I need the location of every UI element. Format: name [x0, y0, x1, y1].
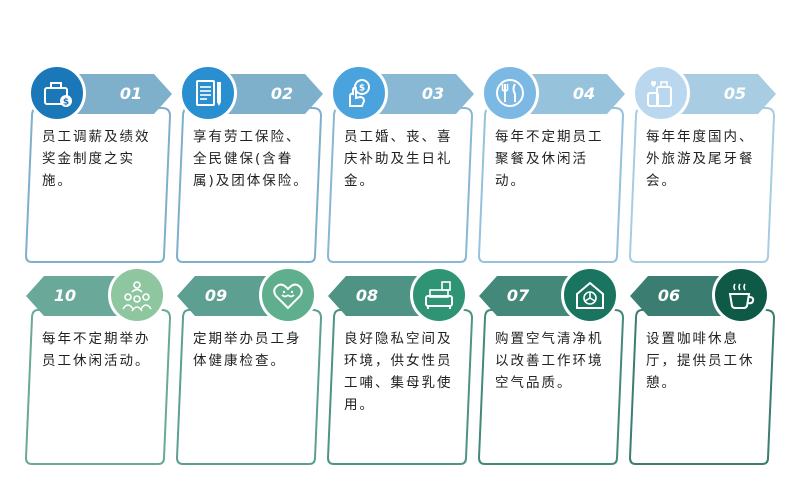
benefit-description: 每年年度国内、外旅游及尾牙餐会。 [646, 129, 755, 189]
benefit-card [477, 107, 625, 263]
step-number: 01 [119, 84, 143, 103]
hand-coin-icon: $ [330, 64, 388, 122]
benefit-item-05: 05 每年年度国内、外旅游及尾牙餐会。 [628, 64, 778, 264]
benefit-card [175, 107, 323, 263]
benefit-card [175, 309, 323, 465]
benefit-card [628, 107, 776, 263]
benefit-description: 良好隐私空间及环境，供女性员工哺、集母乳使用。 [344, 331, 453, 413]
benefit-description: 每年不定期员工聚餐及休闲活动。 [495, 129, 604, 189]
benefit-item-06: 06 设置咖啡休息厅，提供员工休憩。 [628, 266, 778, 466]
benefit-card [326, 309, 474, 465]
benefit-description: 购置空气清净机以改善工作环境空气品质。 [495, 331, 604, 391]
step-number: 07 [506, 286, 530, 305]
step-number: 09 [204, 286, 228, 305]
benefit-item-04: 04 每年不定期员工聚餐及休闲活动。 [477, 64, 627, 264]
people-group-icon [108, 266, 166, 324]
benefit-description: 享有劳工保险、全民健保(含眷属)及团体保险。 [193, 129, 309, 189]
benefit-card [326, 107, 474, 263]
svg-text:$: $ [63, 98, 69, 108]
benefit-card [24, 107, 172, 263]
benefit-card [628, 309, 776, 465]
step-number: 08 [355, 286, 379, 305]
benefit-description: 设置咖啡休息厅，提供员工休憩。 [646, 331, 755, 391]
wallet-money-icon: $ [28, 64, 86, 122]
benefit-item-07: 07 购置空气清净机以改善工作环境空气品质。 [477, 266, 627, 466]
benefit-description: 员工调薪及绩效奖金制度之实施。 [42, 129, 151, 189]
benefit-item-02: 02 享有劳工保险、全民健保(含眷属)及团体保险。 [175, 64, 325, 264]
step-number: 03 [421, 84, 445, 103]
step-number: 04 [572, 84, 596, 103]
document-pen-icon [179, 64, 237, 122]
benefit-card [477, 309, 625, 465]
air-purifier-house-icon [561, 266, 619, 324]
coffee-cup-icon [712, 266, 770, 324]
benefit-card [24, 309, 172, 465]
luggage-icon [632, 64, 690, 122]
step-number: 05 [723, 84, 747, 103]
benefit-item-09: 09 定期举办员工身体健康检查。 [175, 266, 325, 466]
step-number: 02 [270, 84, 294, 103]
step-number: 10 [53, 286, 77, 305]
nursing-room-icon [410, 266, 468, 324]
benefit-item-03: 03 $ 员工婚、丧、喜庆补助及生日礼金。 [326, 64, 476, 264]
benefit-item-08: 08 良好隐私空间及环境，供女性员工哺、集母乳使用。 [326, 266, 476, 466]
plate-fork-knife-icon [481, 64, 539, 122]
step-number: 06 [657, 286, 681, 305]
benefit-description: 定期举办员工身体健康检查。 [193, 331, 302, 369]
benefit-item-01: 01 $ 员工调薪及绩效奖金制度之实施。 [24, 64, 174, 264]
benefit-description: 员工婚、丧、喜庆补助及生日礼金。 [344, 129, 453, 189]
benefit-description: 每年不定期举办员工休闲活动。 [42, 331, 151, 369]
heart-health-icon [259, 266, 317, 324]
svg-text:$: $ [359, 84, 365, 94]
benefit-item-10: 10 每年不定期举办员工休闲活动。 [24, 266, 174, 466]
